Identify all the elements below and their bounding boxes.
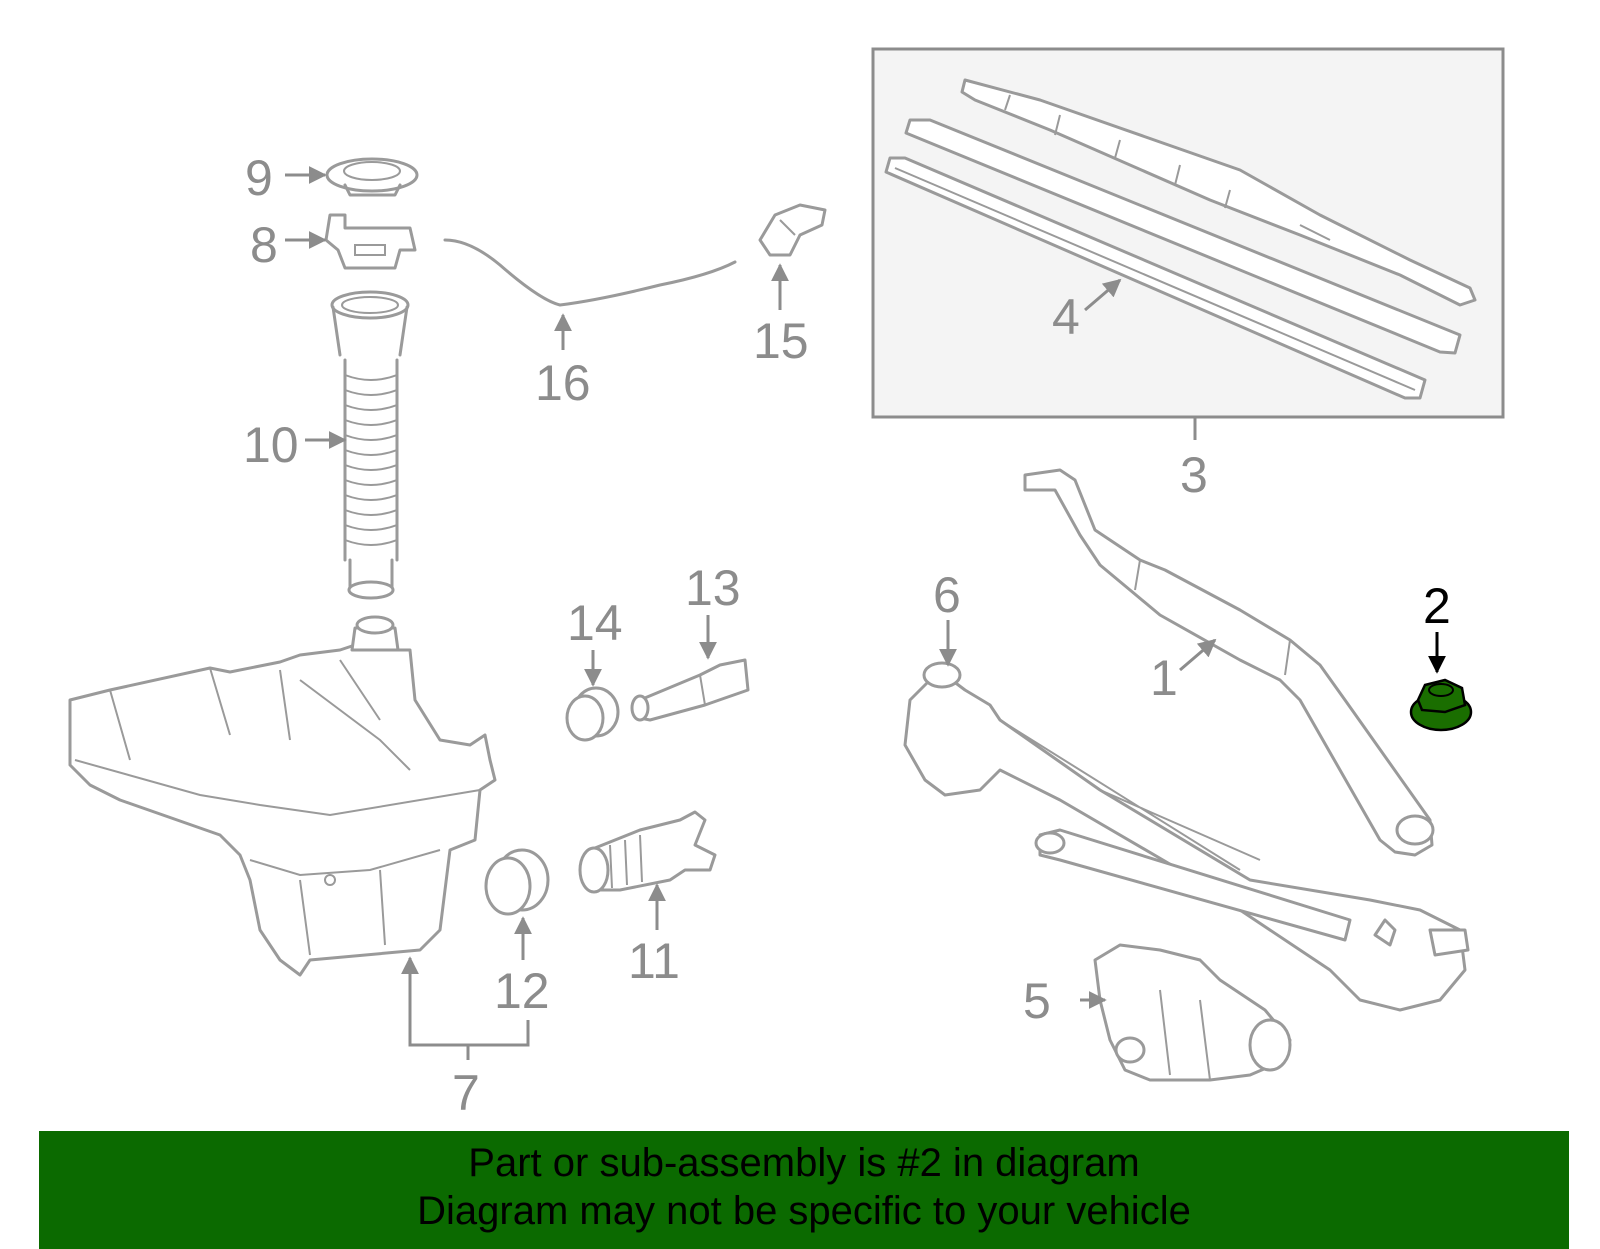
callout-11: 11 — [628, 933, 680, 989]
part-6-linkage — [903, 661, 1470, 1012]
leader-lines — [285, 166, 1446, 1060]
callout-2: 2 — [1423, 578, 1451, 634]
callout-8: 8 — [250, 217, 278, 273]
part-11-pump — [578, 810, 717, 894]
part-8-bracket — [324, 213, 417, 270]
callout-1: 1 — [1150, 650, 1178, 706]
callout-16: 16 — [535, 355, 591, 411]
part-12-grommet — [484, 848, 550, 916]
callout-9: 9 — [245, 150, 273, 206]
callout-6: 6 — [933, 567, 961, 623]
part-15-nozzle — [758, 203, 827, 257]
callout-5: 5 — [1023, 973, 1051, 1029]
banner-line-2: Diagram may not be specific to your vehi… — [417, 1189, 1191, 1233]
callout-15: 15 — [753, 313, 809, 369]
part-5-motor — [1093, 943, 1292, 1082]
wiper-blade-inset-box — [871, 47, 1505, 440]
callout-12: 12 — [494, 963, 550, 1019]
callout-10: 10 — [243, 417, 299, 473]
callout-7: 7 — [452, 1065, 480, 1121]
part-13-sensor — [630, 658, 750, 722]
info-banner: Part or sub-assembly is #2 in diagram Di… — [39, 1131, 1569, 1249]
part-10-filler-hose — [330, 290, 410, 600]
part-14-grommet — [565, 686, 620, 742]
callout-3: 3 — [1180, 447, 1208, 503]
part-2-nut — [1409, 678, 1473, 732]
banner-line-1: Part or sub-assembly is #2 in diagram — [468, 1141, 1140, 1185]
part-1-wiper-arm — [1023, 468, 1435, 857]
callout-13: 13 — [685, 560, 741, 616]
part-16-hose — [443, 238, 737, 307]
part-9-cap — [325, 157, 419, 197]
callout-14: 14 — [567, 595, 623, 651]
part-7-reservoir — [68, 615, 497, 977]
callout-4: 4 — [1052, 289, 1080, 345]
